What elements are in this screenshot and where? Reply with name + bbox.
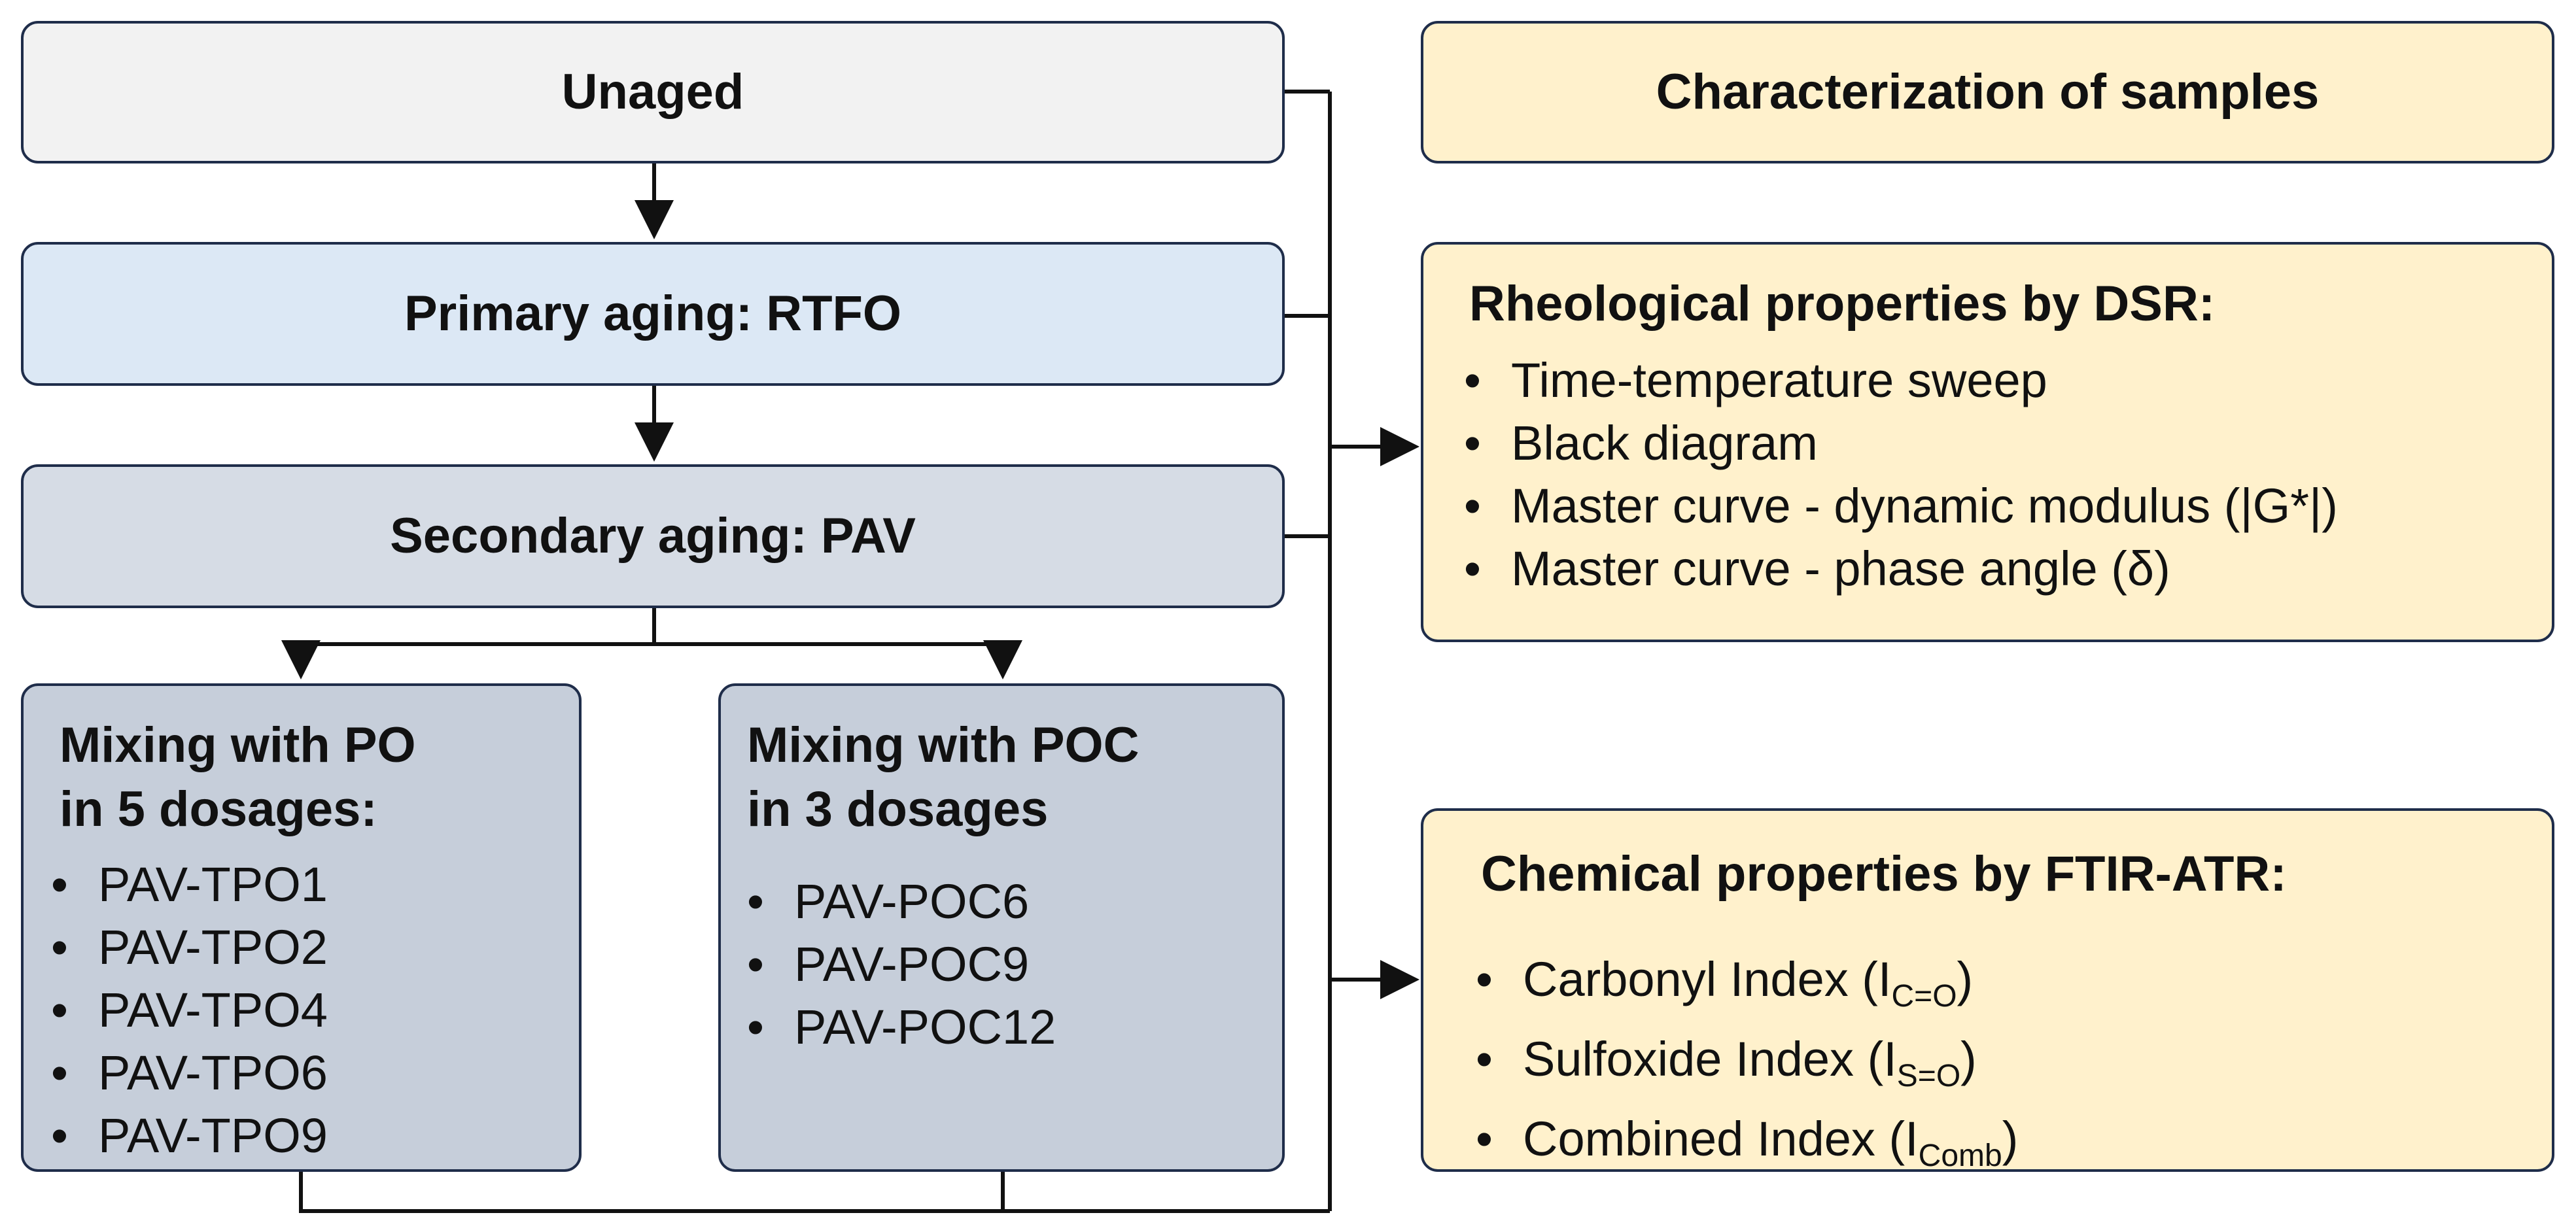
list-item: Master curve - phase angle (δ) [1464, 538, 2338, 600]
index-subscript: Comb [1918, 1138, 2002, 1173]
list-item: PAV-POC9 [747, 933, 1056, 996]
chemical-title: Chemical properties by FTIR-ATR: [1481, 846, 2287, 902]
secondary-aging-label: Secondary aging: PAV [390, 508, 916, 564]
mixing-poc-list: PAV-POC6 PAV-POC9 PAV-POC12 [747, 870, 1056, 1059]
list-item: Master curve - dynamic modulus (|G*|) [1464, 475, 2338, 538]
chemical-list: Carbonyl Index (IC=O) Sulfoxide Index (I… [1476, 948, 2018, 1188]
list-item: PAV-POC12 [747, 996, 1056, 1059]
mixing-poc-title-line1: Mixing with POC [747, 717, 1140, 773]
primary-aging-label: Primary aging: RTFO [404, 286, 902, 342]
mixing-po-title-line2: in 5 dosages: [60, 781, 377, 837]
unaged-box: Unaged [21, 21, 1285, 163]
rheological-title: Rheological properties by DSR: [1469, 276, 2216, 332]
list-item: PAV-TPO9 [51, 1104, 328, 1167]
mixing-po-list: PAV-TPO1 PAV-TPO2 PAV-TPO4 PAV-TPO6 PAV-… [51, 853, 328, 1167]
index-close: ) [2002, 1112, 2019, 1166]
mixing-po-title-line1: Mixing with PO [60, 717, 416, 773]
characterization-box: Characterization of samples [1421, 21, 2554, 163]
mixing-poc-title-line2: in 3 dosages [747, 781, 1049, 837]
secondary-aging-box: Secondary aging: PAV [21, 464, 1285, 608]
mixing-poc-box: Mixing with POC in 3 dosages PAV-POC6 PA… [718, 683, 1285, 1172]
list-item: Sulfoxide Index (IS=O) [1476, 1028, 2018, 1108]
primary-aging-box: Primary aging: RTFO [21, 242, 1285, 386]
index-label: Carbonyl Index (I [1523, 952, 1892, 1006]
chemical-box: Chemical properties by FTIR-ATR: Carbony… [1421, 808, 2554, 1173]
list-item: PAV-TPO2 [51, 916, 328, 979]
list-item: PAV-POC6 [747, 870, 1056, 933]
index-subscript: C=O [1891, 979, 1957, 1014]
index-subscript: S=O [1896, 1059, 1961, 1093]
list-item: Time-temperature sweep [1464, 349, 2338, 412]
mixing-po-box: Mixing with PO in 5 dosages: PAV-TPO1 PA… [21, 683, 582, 1172]
list-item: PAV-TPO6 [51, 1042, 328, 1104]
list-item: Combined Index (IComb) [1476, 1108, 2018, 1188]
list-item: Black diagram [1464, 412, 2338, 475]
index-label: Combined Index (I [1523, 1112, 1919, 1166]
rheological-list: Time-temperature sweep Black diagram Mas… [1464, 349, 2338, 600]
connector-bottom-collector [299, 1172, 1330, 1213]
rheological-box: Rheological properties by DSR: Time-temp… [1421, 242, 2554, 642]
characterization-title: Characterization of samples [1656, 64, 2320, 120]
index-label: Sulfoxide Index (I [1523, 1032, 1897, 1086]
list-item: PAV-TPO4 [51, 979, 328, 1042]
index-close: ) [1960, 1032, 1977, 1086]
list-item: PAV-TPO1 [51, 853, 328, 916]
index-close: ) [1957, 952, 1974, 1006]
unaged-label: Unaged [561, 64, 744, 120]
list-item: Carbonyl Index (IC=O) [1476, 948, 2018, 1028]
